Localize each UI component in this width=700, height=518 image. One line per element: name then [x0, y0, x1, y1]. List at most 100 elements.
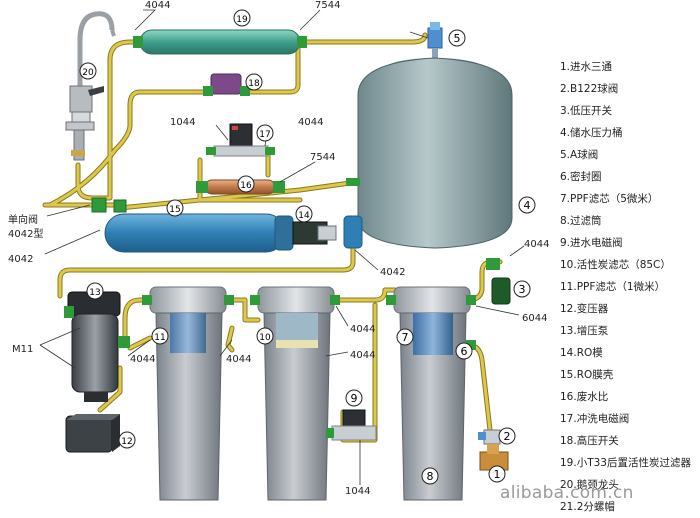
- filter-housing-3: [386, 286, 476, 501]
- legend-item: 1.进水三通: [560, 61, 613, 73]
- label-4044-d: 4044: [350, 350, 375, 361]
- callout-7: 7: [396, 328, 414, 346]
- callout-11-label: 11: [154, 333, 165, 343]
- t33-post-carbon-filter: [133, 29, 307, 55]
- filter-housing-2: [250, 286, 340, 501]
- legend-item: 21.2分螺帽: [560, 501, 615, 513]
- callout-10-label: 10: [259, 333, 271, 343]
- flush-solenoid-valve: [206, 123, 275, 157]
- legend-item: 20.鹅颈龙头: [560, 479, 619, 491]
- parts-legend: 1.进水三通 2.B122球阀 3.低压开关 4.储水压力桶 5.A球阀 6.密封圈 7.P…: [560, 56, 698, 518]
- callout-15: 15: [166, 199, 184, 217]
- label-7544-mid: 7544: [310, 152, 335, 163]
- callout-13-label: 13: [89, 288, 100, 298]
- pressure-storage-tank: [346, 57, 513, 249]
- filter-housing-1: [142, 286, 234, 501]
- legend-item: 15.RO膜壳: [560, 369, 614, 381]
- label-check-valve: 单向阀: [8, 213, 38, 226]
- a-ball-valve: [427, 22, 443, 62]
- callout-8: 8: [421, 467, 439, 485]
- label-1044-mid: 1044: [170, 117, 195, 128]
- callout-8-label: 8: [427, 470, 434, 483]
- label-4044-b: 4044: [226, 354, 251, 365]
- legend-item: 7.PPF滤芯（5微米）: [560, 193, 659, 205]
- callout-12: 12: [118, 431, 136, 449]
- callout-14: 14: [295, 205, 313, 223]
- callout-2-label: 2: [504, 430, 511, 443]
- callout-16: 16: [237, 175, 255, 193]
- label-m11: M11: [12, 344, 33, 355]
- legend-item: 10.活性炭滤芯（85C）: [560, 259, 671, 271]
- label-4044-right: 4044: [524, 239, 549, 250]
- legend-item: 4.储水压力桶: [560, 127, 623, 139]
- callout-3-label: 3: [519, 283, 526, 296]
- label-4044-a: 4044: [130, 354, 155, 365]
- callout-6: 6: [455, 342, 473, 360]
- callout-17-label: 17: [259, 130, 270, 140]
- legend-item: 11.PPF滤芯（1微米）: [560, 281, 666, 293]
- legend-item: 16.废水比: [560, 391, 609, 403]
- callout-20: 20: [79, 62, 97, 80]
- callout-5-label: 5: [454, 32, 461, 45]
- callout-13: 13: [86, 282, 104, 300]
- callout-4: 4: [518, 196, 536, 214]
- legend-item: 14.RO模: [560, 347, 603, 359]
- inlet-solenoid-valve: [326, 409, 377, 441]
- callout-1-label: 1: [494, 468, 501, 481]
- transformer: [65, 414, 120, 453]
- label-4042-right: 4042: [380, 267, 405, 278]
- legend-item: 18.高压开关: [560, 435, 619, 447]
- label-4042-left: 4042: [8, 254, 33, 265]
- callout-9-label: 9: [351, 392, 358, 405]
- check-valve: [91, 197, 127, 213]
- callout-5: 5: [448, 29, 466, 47]
- callout-6-label: 6: [461, 345, 468, 358]
- legend-item: 8.过滤筒: [560, 215, 602, 227]
- callout-3: 3: [513, 280, 531, 298]
- callout-14-label: 14: [298, 211, 310, 221]
- callout-19: 19: [233, 9, 251, 27]
- leader-lines: [39, 9, 525, 485]
- fitting-labels: 4044 7544 1044 4044 7544 单向阀 4042型 4042 …: [8, 0, 549, 497]
- watermark: alibaba.com.cn: [500, 483, 634, 503]
- callouts: 1 2 3 4 5 6 7 8 9 10 11 12 13 14 15 16 1…: [79, 9, 536, 485]
- low-pressure-switch: [486, 258, 511, 305]
- legend-item: 2.B122球阀: [560, 83, 619, 95]
- label-4044-c: 4044: [350, 324, 375, 335]
- callout-7-label: 7: [402, 331, 409, 344]
- callout-18-label: 18: [248, 79, 260, 89]
- ro-membrane-housing: [104, 213, 337, 253]
- callout-11: 11: [151, 327, 169, 345]
- callout-4-label: 4: [524, 199, 531, 212]
- label-4044-top: 4044: [145, 0, 170, 11]
- legend-item: 13.增压泵: [560, 325, 609, 337]
- high-pressure-switch: [203, 73, 250, 96]
- callout-1: 1: [488, 465, 506, 483]
- tubing: [42, 32, 503, 448]
- legend-item: 12.变压器: [560, 303, 609, 315]
- callout-2: 2: [498, 427, 516, 445]
- callout-17: 17: [256, 124, 274, 142]
- callout-20-label: 20: [82, 68, 94, 78]
- label-7544-top: 7544: [315, 0, 340, 11]
- callout-16-label: 16: [240, 181, 252, 191]
- callout-15-label: 15: [169, 205, 180, 215]
- legend-item: 19.小T33后置活性炭过滤器: [560, 457, 691, 469]
- booster-pump: [64, 291, 130, 402]
- legend-item: 5.A球阀: [560, 149, 599, 161]
- legend-item: 9.进水电磁阀: [560, 237, 623, 249]
- callout-10: 10: [256, 327, 274, 345]
- ro-housing-cap: [343, 215, 363, 249]
- callout-18: 18: [245, 73, 263, 91]
- legend-item: 6.密封圈: [560, 171, 602, 183]
- callout-12-label: 12: [121, 437, 132, 447]
- callout-9: 9: [345, 389, 363, 407]
- callout-19-label: 19: [236, 15, 248, 25]
- legend-item: 3.低压开关: [560, 105, 613, 117]
- feed-ball-valve: [478, 429, 501, 445]
- gooseneck-faucet: [65, 11, 116, 161]
- label-check-valve-model: 4042型: [8, 227, 43, 240]
- label-1044-bottom: 1044: [345, 486, 370, 497]
- label-4044-mid: 4044: [298, 117, 323, 128]
